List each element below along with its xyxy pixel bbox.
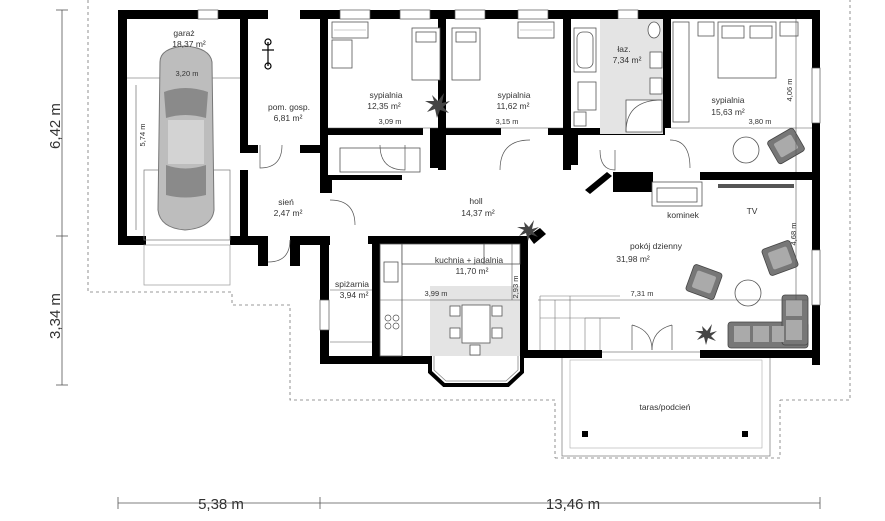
- terrace-column: [742, 431, 748, 437]
- bedroom3-width-dim: 3,80 m: [749, 117, 772, 126]
- bedroom3-area: 15,63 m²: [711, 107, 745, 117]
- plant-icon: [517, 220, 539, 241]
- bedroom1-width-dim: 3,09 m: [379, 117, 402, 126]
- plant-icon: [695, 324, 717, 345]
- garage: [127, 45, 240, 286]
- garage-depth-dim: 5,74 m: [138, 124, 147, 147]
- overall-left-dim: 5,38 m: [198, 496, 244, 513]
- bicycle-icon: [262, 38, 274, 70]
- utility-area: 6,81 m²: [274, 113, 303, 123]
- utility-name: pom. gosp.: [268, 102, 310, 112]
- pantry-name: spiżarnia: [335, 279, 369, 289]
- bedroom1-area: 12,35 m²: [367, 101, 401, 111]
- kitchen-width-dim: 3,99 m: [425, 289, 448, 298]
- inner-dimension-lines: [328, 19, 812, 301]
- living-room-width-dim: 7,31 m: [631, 289, 654, 298]
- hall-area: 14,37 m²: [461, 208, 495, 218]
- hall-name: holl: [469, 196, 482, 206]
- bathroom-name: łaz.: [617, 44, 630, 54]
- bedroom3-furniture: [672, 21, 805, 165]
- living-room-furniture: [538, 181, 809, 351]
- bedroom1-furniture: [331, 21, 441, 173]
- windows: [197, 9, 821, 331]
- overall-lower-dim: 3,34 m: [47, 293, 64, 339]
- bedroom2-area: 11,62 m²: [497, 101, 530, 111]
- bedroom1-name: sypialnia: [369, 90, 402, 100]
- overall-dimensions: [56, 9, 821, 509]
- terrace-name: taras/podcień: [639, 402, 690, 412]
- bay-window: [428, 356, 524, 387]
- walls: [118, 10, 820, 365]
- kitchen-name: kuchnia + jadalnia: [435, 255, 504, 265]
- garage-name: garaż: [173, 28, 194, 38]
- bedroom3-name: sypialnia: [711, 95, 744, 105]
- bedroom2-name: sypialnia: [497, 90, 530, 100]
- doors: [259, 139, 691, 263]
- fireplace-label: kominek: [667, 210, 699, 220]
- bedroom2-furniture: [451, 21, 555, 81]
- overall-right-dim: 13,46 m: [546, 496, 600, 513]
- living-room-name: pokój dzienny: [630, 241, 683, 251]
- car-icon: [157, 45, 215, 231]
- terrace-column: [582, 431, 588, 437]
- terrace: [561, 351, 771, 457]
- pantry-area: 3,94 m²: [340, 290, 369, 300]
- tv-label: TV: [747, 206, 758, 216]
- roof-outline: [87, 0, 851, 459]
- entry-hall-name: sień: [278, 197, 294, 207]
- living-room-area: 31,98 m²: [616, 254, 650, 264]
- bedroom3-depth-dim: 4,06 m: [785, 79, 794, 102]
- bathroom-furniture: [573, 19, 663, 134]
- plant-icon: [425, 93, 450, 118]
- living-room-depth-dim: 4,68 m: [789, 223, 798, 246]
- pantry-shelves: [330, 289, 372, 343]
- bedroom2-width-dim: 3,15 m: [496, 117, 519, 126]
- garage-width-dim: 3,20 m: [176, 69, 199, 78]
- kitchen-area: 11,70 m²: [456, 266, 489, 276]
- bathroom-area: 7,34 m²: [613, 55, 642, 65]
- overall-upper-dim: 6,42 m: [47, 103, 64, 149]
- garage-area: 18,37 m²: [172, 39, 206, 49]
- kitchen-depth-dim: 2,93 m: [511, 276, 520, 299]
- entry-hall-area: 2,47 m²: [274, 208, 303, 218]
